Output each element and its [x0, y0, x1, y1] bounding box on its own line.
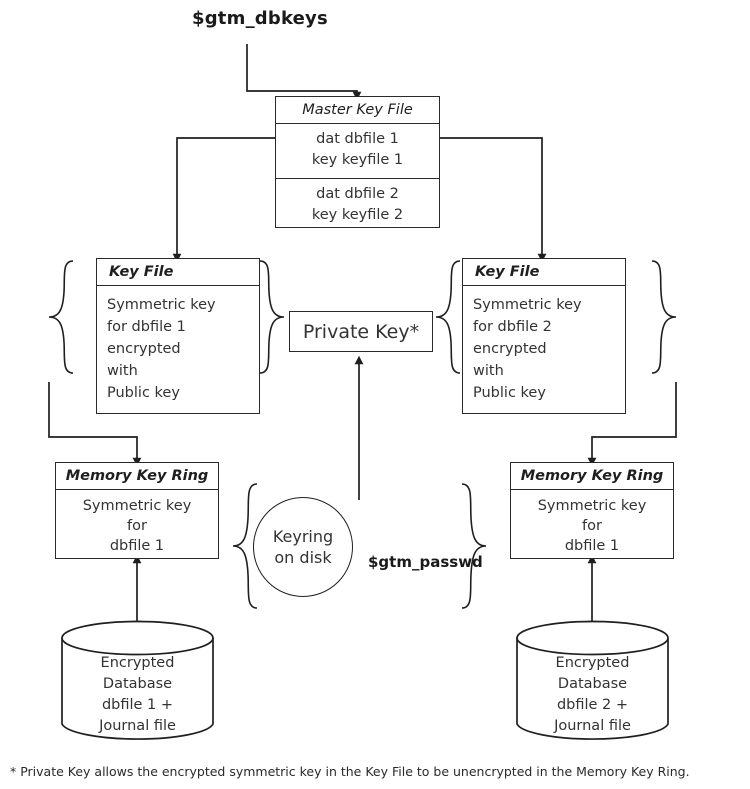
brace-right-of-left-keyfile: [259, 260, 285, 374]
db-left-line-4: Journal file: [99, 718, 176, 734]
line-keyfile-to-memring-left: [48, 382, 142, 467]
master-entry-2-key: key keyfile 2: [311, 207, 404, 223]
memory-key-ring-right-line-2: for: [582, 518, 602, 534]
private-key-box[interactable]: Private Key*: [289, 311, 433, 352]
memory-key-ring-left-line-2: for: [127, 518, 147, 534]
gtm-passwd-label: $gtm_passwd: [368, 553, 483, 571]
key-file-left-line-3: encrypted: [107, 341, 181, 357]
memory-key-ring-right-header: Memory Key Ring: [511, 463, 673, 490]
line-master-to-keyfile-right: [440, 137, 547, 263]
brace-right-keyfile: [651, 260, 677, 374]
brace-keyring-right: [461, 483, 487, 609]
db-right-line-2: Database: [557, 676, 628, 692]
memory-key-ring-right-line-3: dbfile 1: [564, 538, 620, 554]
memory-key-ring-box-right[interactable]: Memory Key Ring Symmetric key for dbfile…: [510, 462, 674, 559]
brace-left-keyfile: [48, 260, 74, 374]
brace-left-of-right-keyfile: [435, 260, 461, 374]
memory-key-ring-right-line-1: Symmetric key: [537, 498, 647, 514]
master-entry-2-dat: dat dbfile 2: [316, 186, 399, 202]
db-right-line-3: dbfile 2 +: [556, 697, 629, 713]
key-file-left-line-5: Public key: [107, 385, 180, 401]
key-file-right-line-4: with: [473, 363, 504, 379]
master-key-file-box[interactable]: Master Key File dat dbfile 1 key keyfile…: [275, 96, 440, 228]
db-left-line-1: Encrypted: [100, 655, 175, 671]
key-file-right-line-5: Public key: [473, 385, 546, 401]
footnote-text: * Private Key allows the encrypted symme…: [10, 764, 690, 779]
key-file-left-line-4: with: [107, 363, 138, 379]
key-file-left-header: Key File: [97, 259, 259, 286]
key-file-right-line-1: Symmetric key: [473, 297, 582, 313]
memory-key-ring-box-left[interactable]: Memory Key Ring Symmetric key for dbfile…: [55, 462, 219, 559]
key-file-box-right[interactable]: Key File Symmetric key for dbfile 2 encr…: [462, 258, 626, 414]
line-master-to-keyfile-left: [172, 137, 275, 263]
encrypted-database-cylinder-right[interactable]: Encrypted Database dbfile 2 + Journal fi…: [515, 620, 670, 742]
db-right-line-1: Encrypted: [555, 655, 630, 671]
brace-keyring-left: [232, 483, 258, 609]
key-file-left-line-1: Symmetric key: [107, 297, 216, 313]
memory-key-ring-left-line-3: dbfile 1: [109, 538, 165, 554]
cylinder-shape-left: [61, 620, 214, 740]
db-left-line-2: Database: [102, 676, 173, 692]
key-file-right-line-3: encrypted: [473, 341, 547, 357]
key-file-box-left[interactable]: Key File Symmetric key for dbfile 1 encr…: [96, 258, 260, 414]
encrypted-database-cylinder-left[interactable]: Encrypted Database dbfile 1 + Journal fi…: [60, 620, 215, 742]
line-keyfile-to-memring-right: [587, 382, 677, 467]
master-key-file-header: Master Key File: [276, 97, 439, 124]
key-file-left-line-2: for dbfile 1: [107, 319, 186, 335]
cylinder-shape-right: [516, 620, 669, 740]
memory-key-ring-left-line-1: Symmetric key: [82, 498, 192, 514]
keyring-on-disk-line-1: Keyring: [272, 527, 334, 546]
line-dbkeys-to-master: [246, 44, 362, 101]
private-key-label: Private Key*: [302, 320, 420, 343]
master-entry-1-dat: dat dbfile 1: [316, 131, 399, 147]
key-file-right-header: Key File: [463, 259, 625, 286]
keyring-on-disk-circle[interactable]: Keyring on disk: [253, 497, 353, 597]
memory-key-ring-left-header: Memory Key Ring: [56, 463, 218, 490]
db-right-line-4: Journal file: [554, 718, 631, 734]
db-left-line-3: dbfile 1 +: [101, 697, 174, 713]
master-entry-1-key: key keyfile 1: [311, 152, 404, 168]
keyring-on-disk-line-2: on disk: [274, 548, 332, 567]
gtm-dbkeys-label: $gtm_dbkeys: [192, 8, 328, 29]
key-file-right-line-2: for dbfile 2: [473, 319, 552, 335]
